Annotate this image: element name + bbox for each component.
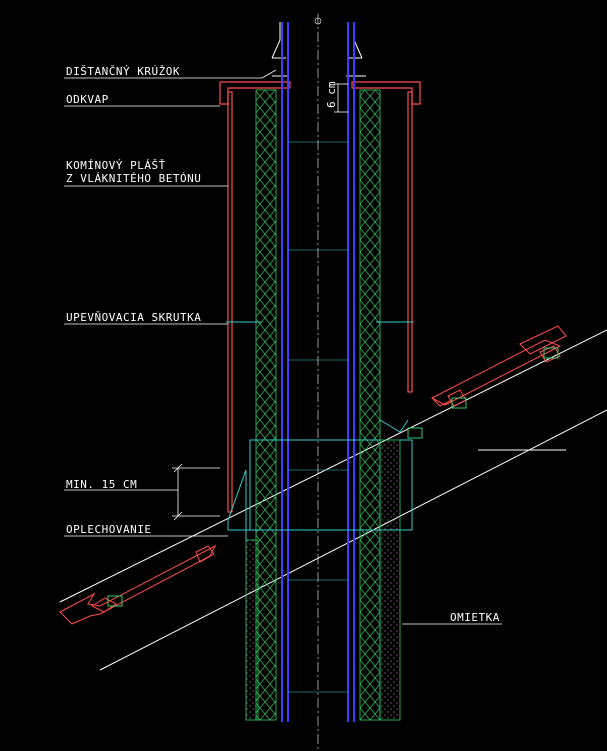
dimension-min15	[172, 463, 220, 521]
dimension-6cm-text: 6 cm	[325, 81, 338, 108]
centerline	[314, 14, 322, 751]
label-kominovy-plast-2: Z VLÁKNITÉHO BETÓNU	[66, 172, 201, 185]
label-distancny-kruzok: DIŠTANČNÝ KRÚŽOK	[66, 65, 180, 78]
label-upevnovacia-skrutka: UPEVŇOVACIA SKRUTKA	[66, 311, 201, 324]
flue-liner	[281, 22, 355, 722]
flashing	[227, 419, 413, 540]
chimney-shell	[219, 81, 421, 513]
dimension-6cm	[334, 83, 348, 113]
roof-tiles-left	[59, 544, 217, 625]
roof-tiles-right	[430, 325, 567, 407]
label-odkvap: ODKVAP	[66, 93, 109, 106]
roof-battens	[107, 347, 559, 607]
insulation-right	[359, 89, 401, 721]
insulation-left	[245, 89, 277, 721]
label-min-15-cm: MIN. 15 CM	[66, 478, 137, 491]
label-kominovy-plast-1: KOMÍNOVÝ PLÁŠŤ	[66, 159, 166, 172]
spacer-ring	[271, 22, 366, 77]
roof-slope	[59, 329, 607, 671]
label-oplechovanie: OPLECHOVANIE	[66, 523, 151, 536]
leader-lines	[64, 69, 502, 625]
label-omietka: OMIETKA	[450, 611, 500, 624]
